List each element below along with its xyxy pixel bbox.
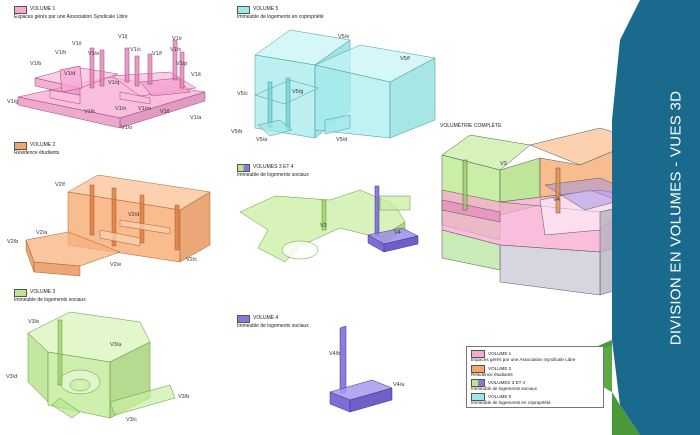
v1-label-i: V1/i: [72, 41, 82, 47]
v34-swatch: [237, 164, 250, 172]
v1-swatch: [14, 6, 27, 14]
v4-label-a: V4/a: [393, 382, 405, 388]
v3-header: VOLUME 3 Immeuble de logements sociaux: [14, 289, 86, 304]
v2-label-a: V2/a: [36, 230, 48, 236]
v1-label-o: V1/o: [121, 125, 133, 131]
v1-label-p: V1/p: [176, 61, 188, 67]
legend-item-volume-1: VOLUME 1 Espaces gérés par une Associati…: [471, 350, 575, 363]
v2-title: VOLUME 2: [30, 142, 56, 149]
v34-label-v3: V3: [320, 223, 327, 229]
legend-label-volumes-3-4: VOLUMES 3 ET 4: [488, 380, 526, 386]
v1-label-f: V1/f: [152, 51, 162, 57]
v5-label-b: V5/b: [231, 129, 243, 135]
v4-title: VOLUME 4: [253, 315, 279, 322]
v5-label-f: V5/f: [400, 56, 410, 62]
complete-header: VOLUMÉTRIE COMPLÈTE: [440, 123, 502, 131]
v1-label-e: V1/e: [88, 51, 100, 57]
v1-header: VOLUME 1 Espaces gérés par une Associati…: [14, 6, 128, 21]
v34-header: VOLUMES 3 ET 4 Immeuble de logements soc…: [237, 164, 309, 179]
v1-label-a: V1/a: [190, 115, 202, 121]
v1-label-l: V1/l: [160, 109, 170, 115]
v2-header: VOLUME 2 Résidence étudiants: [14, 142, 59, 157]
complete-title: VOLUMÉTRIE COMPLÈTE: [440, 123, 502, 129]
v2-subtitle: Résidence étudiants: [14, 150, 60, 157]
v1-label-b: V1/b: [30, 61, 42, 67]
v3-swatch: [14, 289, 27, 297]
v2-label-e: V2/e: [110, 262, 122, 268]
legend-desc-volumes-3-4: Immeuble de logements sociaux: [471, 386, 537, 391]
v1-label-q: V1/q: [108, 80, 120, 86]
v5-label-g: V5/g: [292, 89, 304, 95]
legend-label-volume-2: VOLUME 2: [488, 366, 512, 372]
legend-desc-volume-5: Immeuble de logements en copropriété: [471, 400, 551, 405]
legend-item-volumes-3-4: VOLUMES 3 ET 4 Immeuble de logements soc…: [471, 379, 537, 392]
legend-label-volume-5: VOLUME 5: [488, 394, 512, 400]
v5-label-a: V5/a: [256, 137, 268, 143]
v5-label-d: V5/d: [336, 137, 348, 143]
v1-label-m: V1/m: [138, 106, 151, 112]
v1-label-g: V1/g: [7, 99, 19, 105]
v5-subtitle: Immeuble de logements en copropriété: [237, 14, 324, 21]
v1-label-r: V1/r: [172, 36, 183, 42]
v2-label-c: V2/c: [186, 257, 198, 263]
v3-label-c: V3/c: [126, 417, 138, 423]
v34-subtitle: Immeuble de logements sociaux: [237, 172, 309, 179]
legend-desc-volume-2: Résidence étudiants: [471, 372, 513, 377]
v34-title: VOLUMES 3 ET 4: [253, 164, 294, 171]
v1-label-c: V1/c: [130, 47, 142, 53]
v2-label-b: V2/b: [7, 239, 19, 245]
v1-label-n: V1/n: [115, 106, 127, 112]
legend-item-volume-5: VOLUME 5 Immeuble de logements en coprop…: [471, 393, 551, 406]
v1-label-h: V1/h: [55, 50, 67, 56]
v1-title: VOLUME 1: [30, 6, 56, 13]
v3-label-a: V3/a: [110, 342, 122, 348]
legend-label-volume-1: VOLUME 1: [488, 351, 512, 357]
v1-label-t: V1/t: [191, 72, 201, 78]
v1-label-k: V1/k: [84, 109, 96, 115]
complete-label-v3: V3: [500, 161, 507, 167]
v1-subtitle: Espaces gérés par une Association Syndic…: [14, 14, 128, 21]
v1-label-d: V1/d: [64, 71, 76, 77]
v3-label-b: V3/b: [178, 394, 190, 400]
v5-swatch: [237, 6, 250, 14]
v2-label-f: V2/f: [55, 182, 65, 188]
v3-title: VOLUME 3: [30, 289, 56, 296]
v4-swatch: [237, 315, 250, 323]
v2-swatch: [14, 142, 27, 150]
v4-label-b: V4/b: [329, 351, 341, 357]
v34-label-v4: V4: [394, 230, 401, 236]
v4-subtitle: Immeuble de logements sociaux: [237, 323, 309, 330]
legend-box: VOLUME 1 Espaces gérés par une Associati…: [466, 346, 604, 408]
complete-label-v4: V4: [553, 197, 560, 203]
v3-subtitle: Immeuble de logements sociaux: [14, 297, 86, 304]
v4-header: VOLUME 4 Immeuble de logements sociaux: [237, 315, 309, 330]
legend-desc-volume-1: Espaces gérés par une Association Syndic…: [471, 357, 576, 362]
v1-label-j: V1/j: [118, 34, 128, 40]
v5-title: VOLUME 5: [253, 6, 279, 13]
v5-label-e: V5/e: [338, 34, 350, 40]
v2-label-d: V2/d: [128, 212, 140, 218]
v3-label-d: V3/d: [6, 374, 18, 380]
v3-label-e: V3/e: [28, 319, 40, 325]
legend-item-volume-2: VOLUME 2 Résidence étudiants: [471, 365, 513, 378]
v5-label-c: V5/c: [237, 91, 249, 97]
side-title-text: DIVISION EN VOLUMES - VUES 3D: [667, 90, 685, 346]
v1-label-s: V1/s: [170, 47, 182, 53]
v5-header: VOLUME 5 Immeuble de logements en coprop…: [237, 6, 324, 21]
